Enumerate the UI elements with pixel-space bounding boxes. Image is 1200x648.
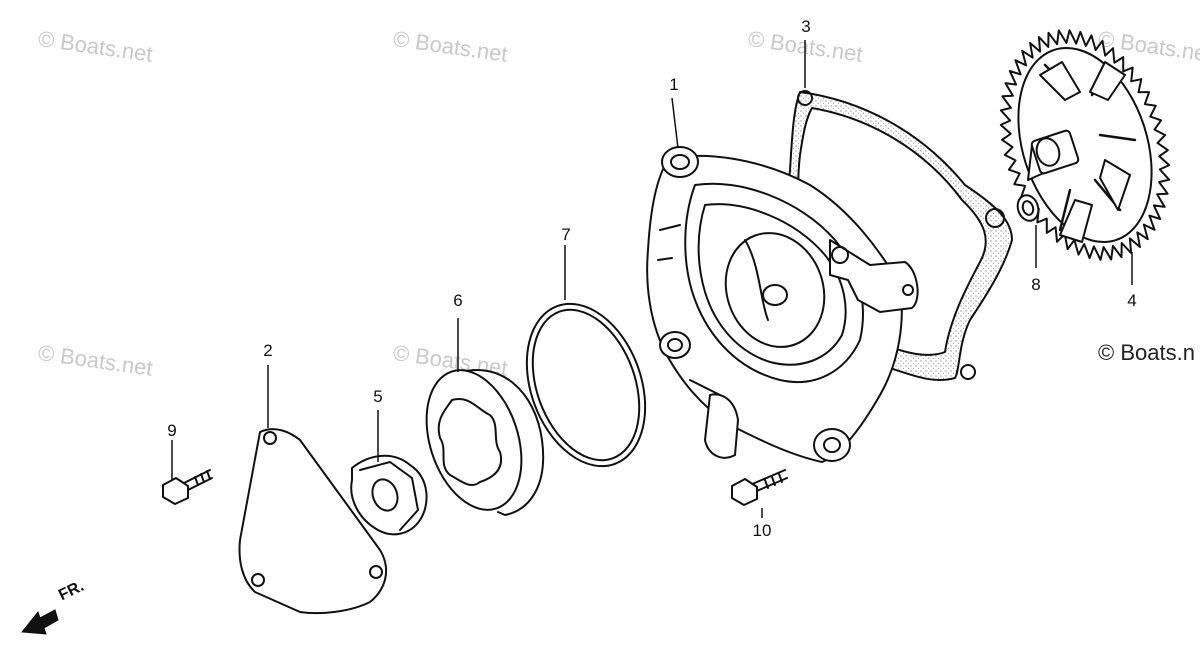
callout-1: 1 (669, 75, 679, 94)
callout-10: 10 (752, 521, 772, 540)
callout-8: 8 (1031, 275, 1041, 294)
gear-part-4 (999, 29, 1171, 261)
inner-rotor-part-5 (350, 454, 428, 536)
callout-2: 2 (263, 341, 273, 360)
outer-rotor-part-6 (425, 369, 545, 516)
washer-part-8 (1016, 194, 1040, 222)
callout-5: 5 (373, 387, 383, 406)
callout-4: 4 (1127, 291, 1137, 310)
bolt-part-9 (162, 469, 213, 505)
copyright-notice: © Boats.n (1098, 340, 1195, 365)
cover-plate-part-2 (238, 428, 388, 615)
bolt-part-10 (731, 469, 788, 506)
callout-9: 9 (167, 421, 177, 440)
callout-leaders (171, 40, 1133, 518)
callout-3: 3 (801, 17, 811, 36)
callout-7: 7 (561, 225, 571, 244)
o-ring-part-7 (525, 302, 647, 468)
callout-6: 6 (453, 291, 463, 310)
pump-body-part-1 (646, 146, 919, 463)
front-arrow-icon (21, 609, 59, 635)
